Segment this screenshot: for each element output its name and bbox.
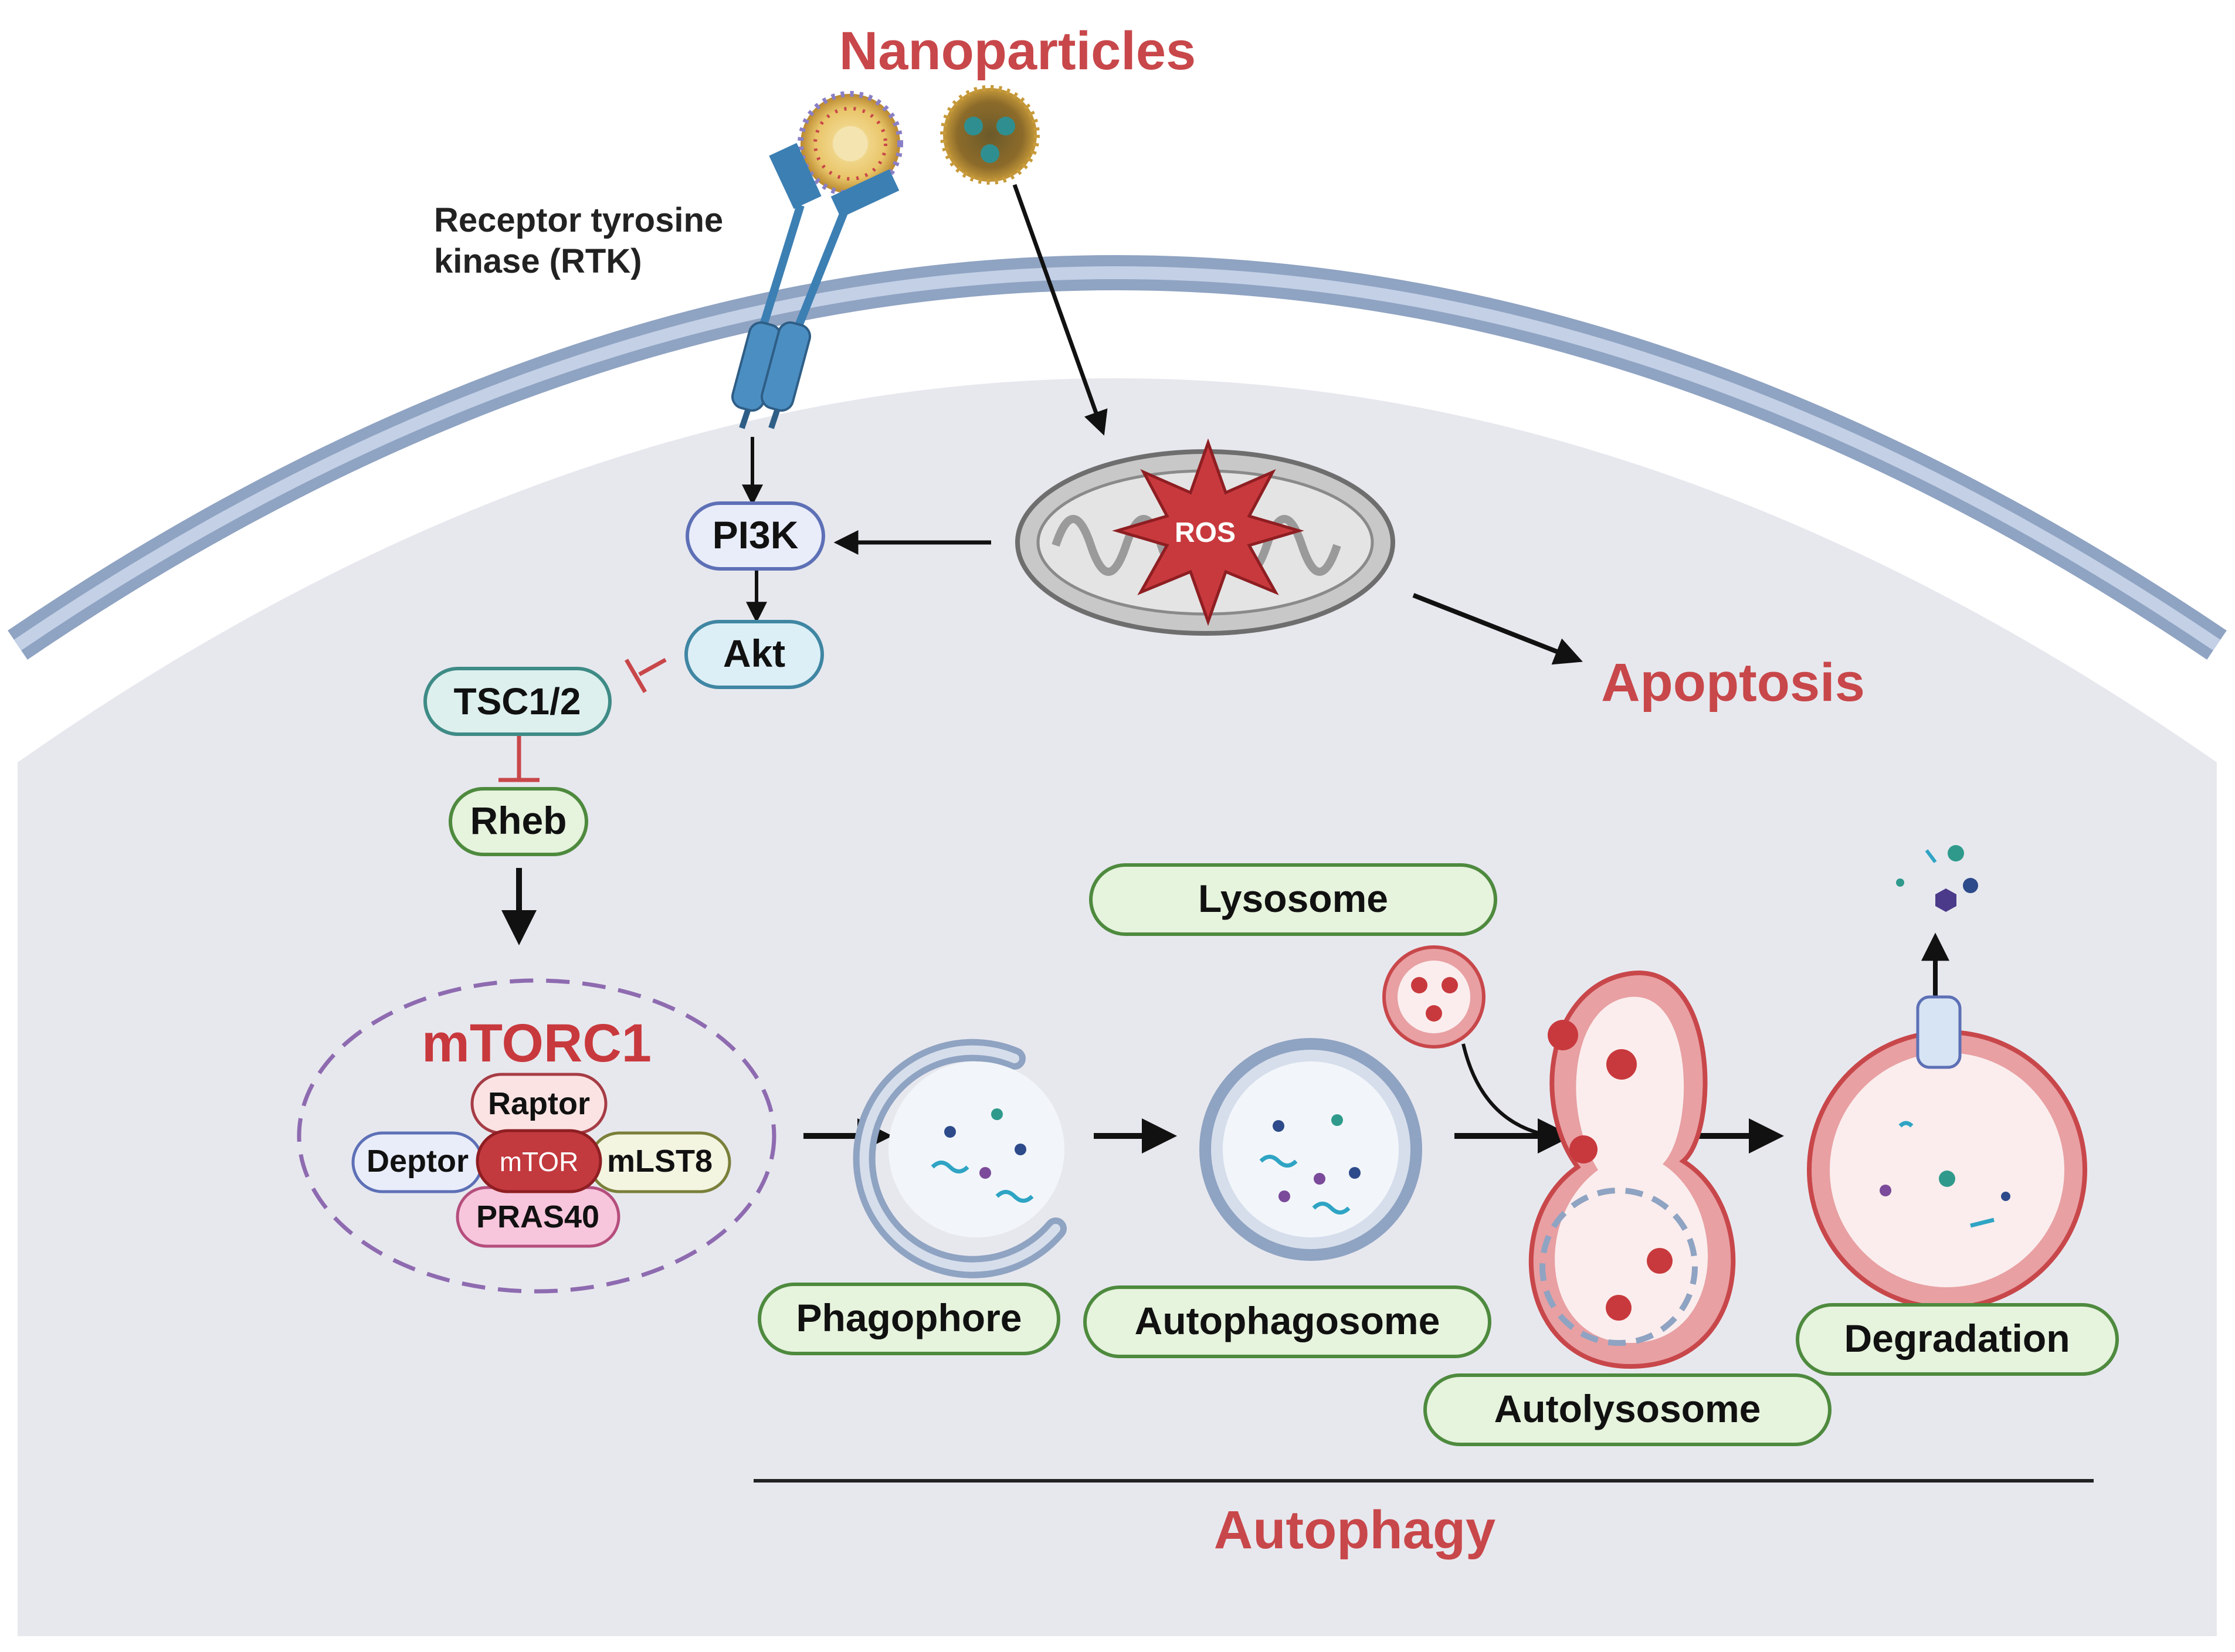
degradation-label-box: Degradation xyxy=(1796,1303,2119,1376)
phagophore-label-box: Phagophore xyxy=(758,1283,1060,1355)
ros-label: ROS xyxy=(1175,517,1236,548)
deptor-label: Deptor xyxy=(367,1144,469,1179)
nanoparticle-2-icon xyxy=(940,85,1040,185)
autolysosome-icon xyxy=(1528,971,1736,1369)
mtor-label: mTOR xyxy=(500,1146,579,1177)
svg-text:TSC1/2: TSC1/2 xyxy=(454,680,581,722)
lysosome-label-box: Lysosome xyxy=(1089,863,1497,936)
phagophore-icon xyxy=(853,1039,1067,1278)
pras40-label: PRAS40 xyxy=(476,1199,599,1234)
rheb-node: Rheb xyxy=(449,787,588,856)
svg-text:Lysosome: Lysosome xyxy=(1198,877,1388,920)
ros-burst-icon xyxy=(1112,438,1304,626)
svg-text:Autophagosome: Autophagosome xyxy=(1135,1299,1440,1342)
mtorc1-title: mTORC1 xyxy=(422,1013,652,1073)
svg-text:Phagophore: Phagophore xyxy=(796,1296,1022,1339)
mtorc1-complex xyxy=(297,978,776,1294)
rtk-label-line2: kinase (RTK) xyxy=(434,242,642,280)
arrow-lysosome-autolysosome xyxy=(1461,1043,1571,1147)
tsc-node: TSC1/2 xyxy=(423,667,612,736)
lysosome-icon xyxy=(1382,945,1486,1049)
autolysosome-label-box: Autolysosome xyxy=(1423,1373,1832,1446)
rtk-label-line1: Receptor tyrosine xyxy=(434,201,723,239)
raptor-label: Raptor xyxy=(488,1086,590,1121)
svg-text:Autolysosome: Autolysosome xyxy=(1494,1387,1761,1430)
arrow-mito-apoptosis xyxy=(1412,593,1583,665)
arrow-nanoparticle-mito xyxy=(1012,184,1108,436)
svg-text:PI3K: PI3K xyxy=(713,513,799,557)
degradation-icon xyxy=(1807,995,2087,1310)
svg-text:Akt: Akt xyxy=(723,632,785,675)
akt-node: Akt xyxy=(684,620,824,689)
inhibit-tsc-rheb xyxy=(498,736,540,782)
autophagy-label: Autophagy xyxy=(1214,1500,1495,1560)
pi3k-node: PI3K xyxy=(686,501,825,571)
nanoparticles-title: Nanoparticles xyxy=(839,21,1196,81)
rtk-receptor-icon xyxy=(731,143,900,429)
autophagosome-label-box: Autophagosome xyxy=(1083,1285,1491,1358)
autophagosome-icon xyxy=(1199,1038,1422,1261)
released-molecules-icon xyxy=(1896,845,1978,912)
inhibit-akt-tsc xyxy=(624,657,667,693)
svg-text:Degradation: Degradation xyxy=(1844,1317,2070,1360)
mlst8-label: mLST8 xyxy=(607,1144,713,1179)
svg-text:Rheb: Rheb xyxy=(470,799,567,842)
apoptosis-label: Apoptosis xyxy=(1601,653,1865,713)
